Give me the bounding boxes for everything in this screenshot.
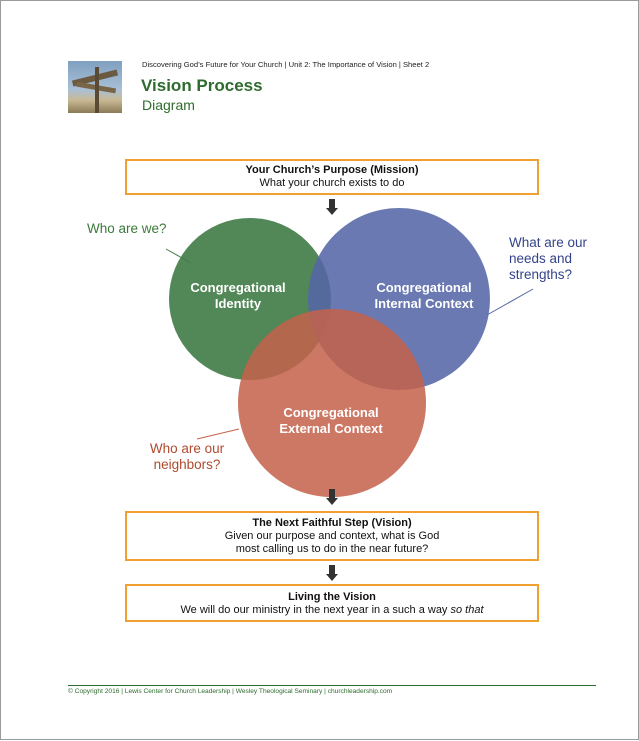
external-context-label: Congregational External Context: [279, 405, 383, 436]
footer-divider: [68, 685, 596, 686]
callout-line-internal: [486, 288, 534, 316]
signpost-photo: [68, 61, 122, 113]
external-circle: [238, 309, 426, 497]
living-vision-box: Living the Vision We will do our ministr…: [125, 584, 539, 622]
callout-who-are-we: Who are we?: [87, 221, 167, 236]
callout-needs-strengths: What are our needs and strengths?: [509, 235, 588, 282]
down-arrow-icon: [326, 199, 338, 215]
living-vision-title: Living the Vision: [288, 591, 376, 603]
vision-text-line1: Given our purpose and context, what is G…: [224, 530, 440, 542]
callout-neighbors: Who are our neighbors?: [149, 441, 225, 472]
purpose-box: Your Church’s Purpose (Mission) What you…: [125, 159, 539, 195]
purpose-title: Your Church’s Purpose (Mission): [245, 164, 419, 176]
page-title: Vision Process: [141, 76, 263, 95]
vision-title: The Next Faithful Step (Vision): [252, 517, 412, 529]
down-arrow-icon: [326, 565, 338, 581]
callout-line-external: [196, 428, 240, 440]
internal-context-label: Congregational Internal Context: [374, 280, 474, 311]
page-subtitle: Diagram: [142, 97, 195, 113]
footer-copyright: © Copyright 2016 | Lewis Center for Chur…: [68, 688, 393, 695]
sign-post: [95, 67, 99, 113]
purpose-text: What your church exists to do: [259, 177, 405, 189]
identity-label: Congregational Identity: [190, 280, 286, 311]
down-arrow-icon: [326, 489, 338, 505]
living-vision-text: We will do our ministry in the next year…: [180, 604, 484, 616]
series-header: Discovering God’s Future for Your Church…: [142, 60, 430, 69]
vision-box: The Next Faithful Step (Vision) Given ou…: [125, 511, 539, 561]
vision-text-line2: most calling us to do in the near future…: [235, 543, 429, 555]
